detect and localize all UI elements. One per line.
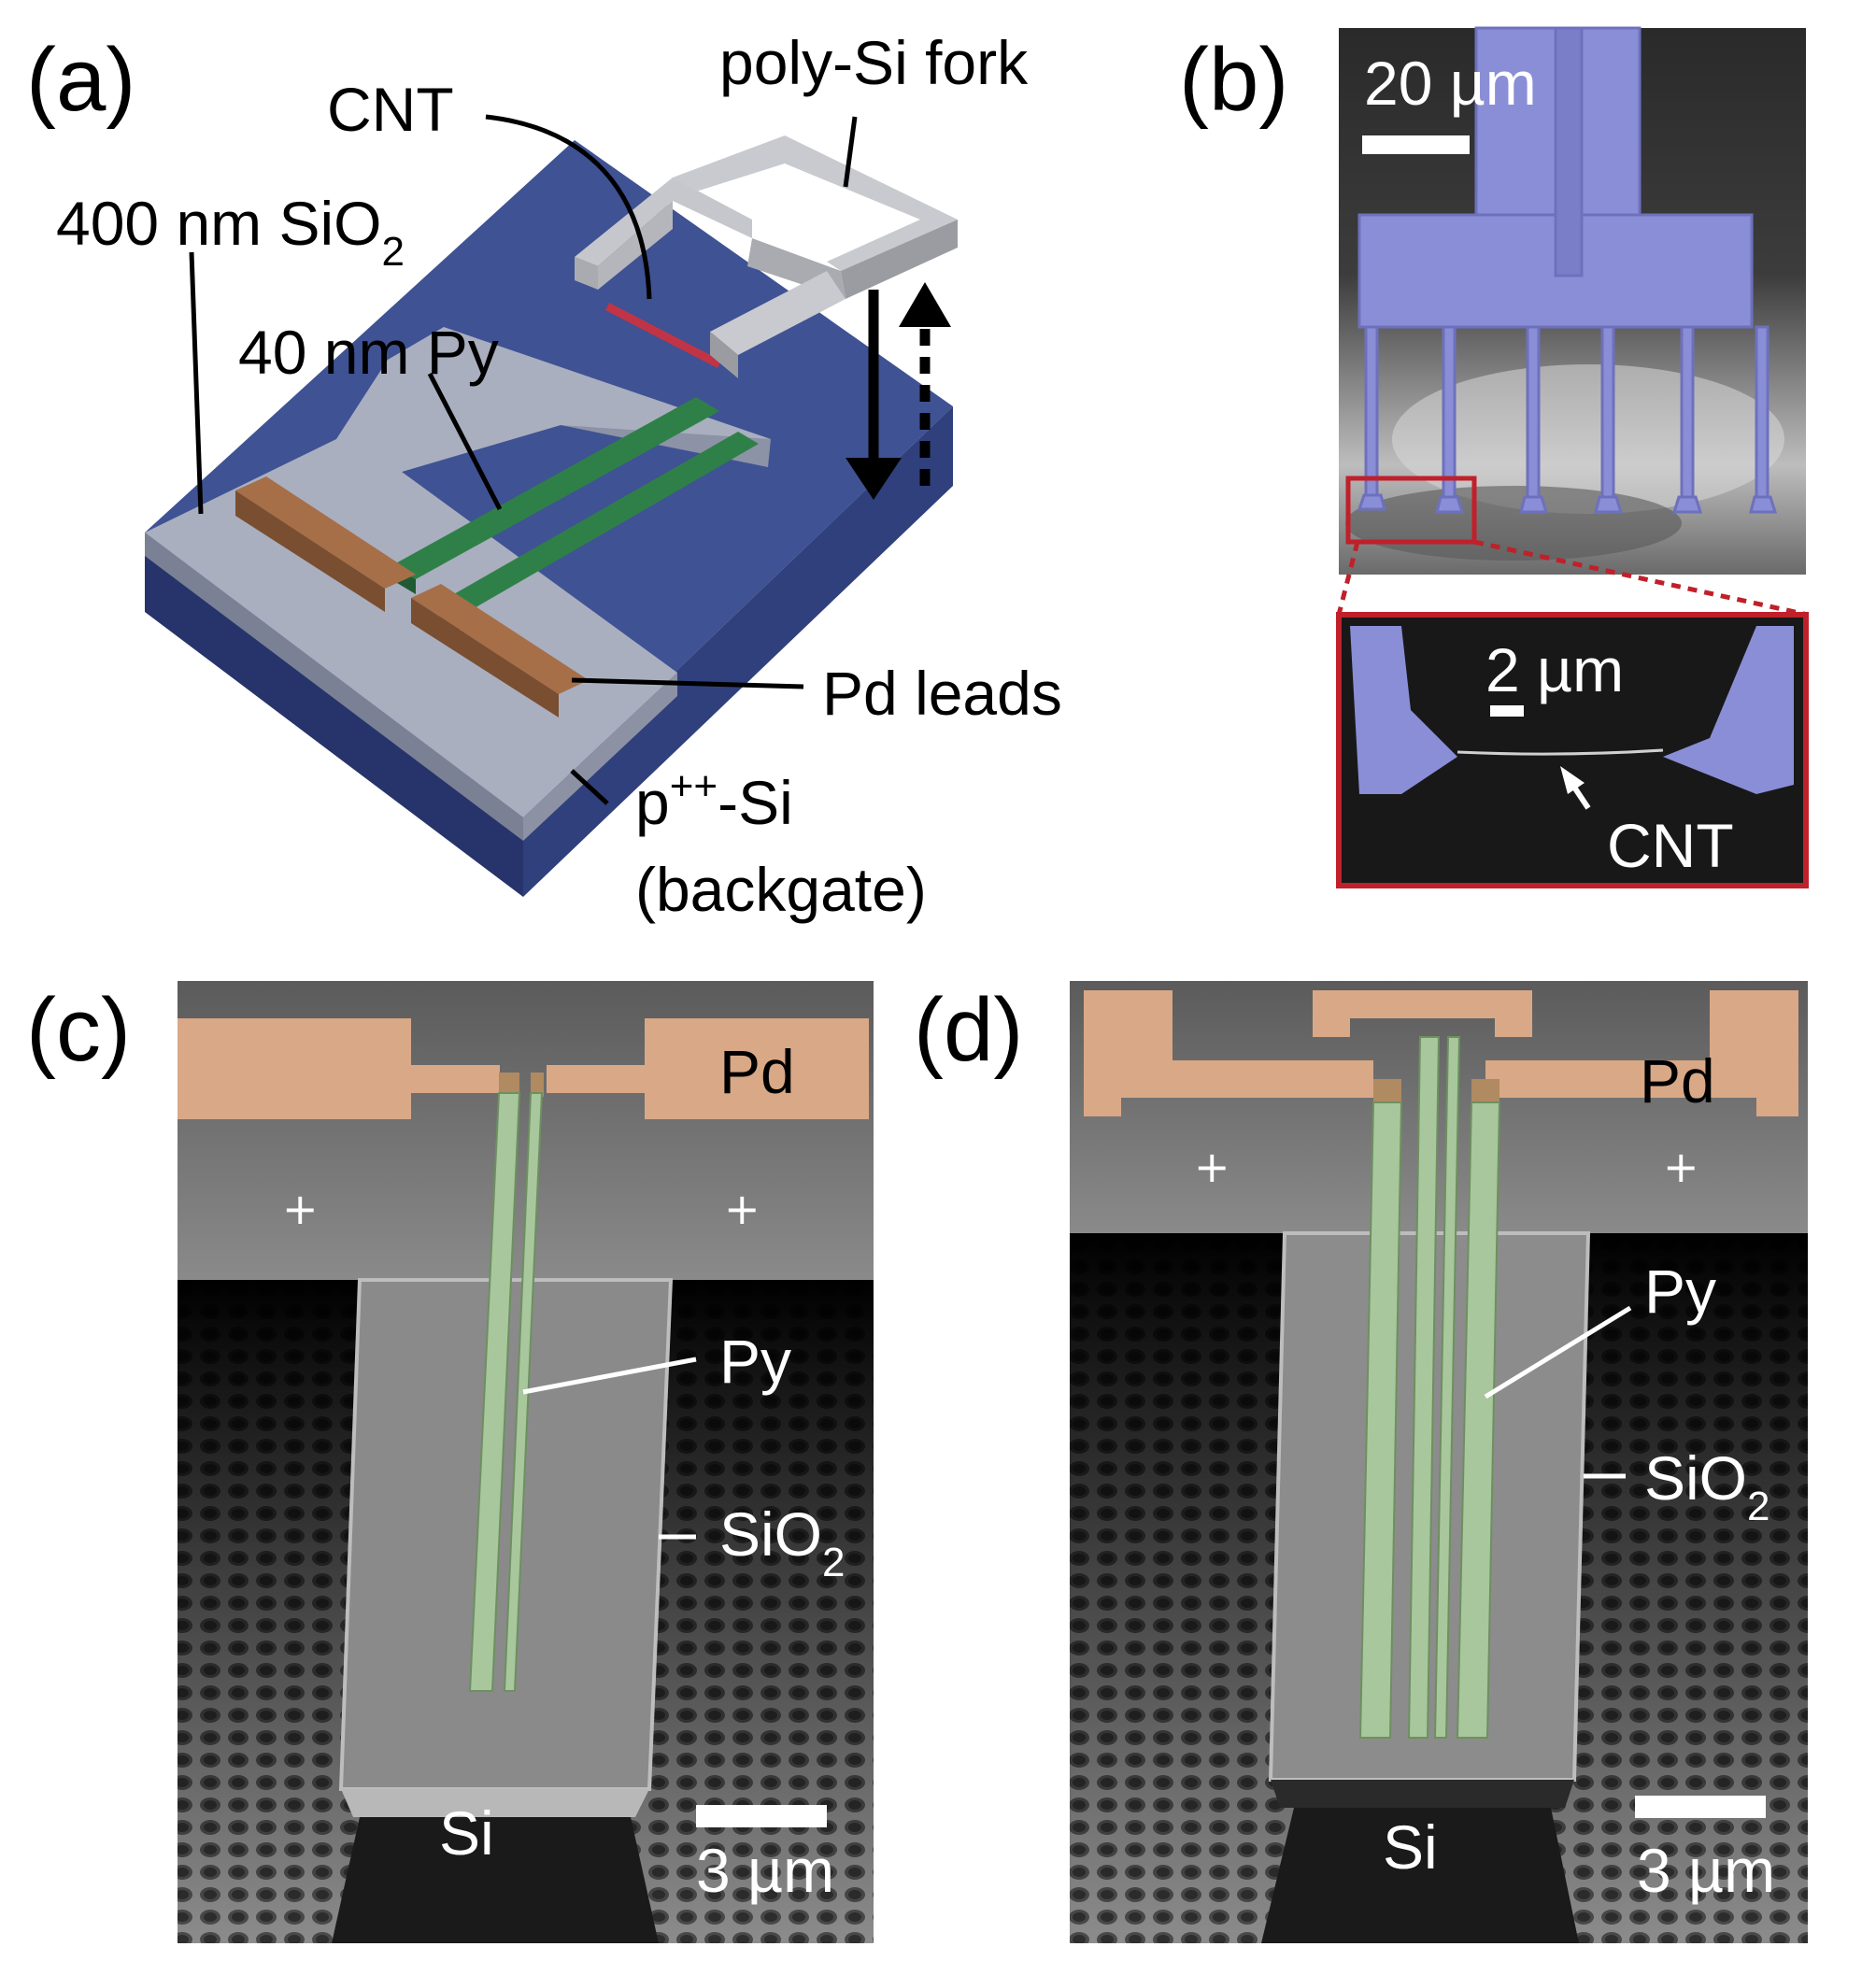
cnt-line-inset xyxy=(1457,748,1664,756)
scale-label-b: 20 µm xyxy=(1364,49,1537,118)
sio2-label-c: SiO2 xyxy=(719,1499,846,1585)
scale-label-c: 3 µm xyxy=(696,1836,834,1905)
alignment-mark-right: + xyxy=(724,1184,760,1234)
pd-label-c: Pd xyxy=(719,1037,795,1106)
cantilever-array xyxy=(1357,26,1778,514)
pd-leads xyxy=(235,476,589,718)
py-wires-d xyxy=(1358,1036,1501,1739)
panel-a-leaders xyxy=(189,114,858,805)
scale-label-d: 3 µm xyxy=(1637,1836,1775,1905)
scale-bar-inset xyxy=(1490,705,1524,717)
py-label-c: Py xyxy=(719,1327,791,1396)
cnt-label-inset: CNT xyxy=(1607,811,1734,880)
pd-leader xyxy=(571,677,804,689)
scale-bar-c xyxy=(696,1805,827,1827)
panel-b-letter: (b) xyxy=(1179,30,1288,130)
si-label-c: Si xyxy=(439,1798,494,1868)
panel-b: (b) 20 µm xyxy=(1179,26,1809,888)
scale-bar-b xyxy=(1362,135,1470,154)
sio2-leader xyxy=(189,251,204,515)
backgate-leader xyxy=(570,769,609,805)
py-leader xyxy=(427,372,503,511)
si-label-d: Si xyxy=(1383,1812,1438,1882)
cnt-line xyxy=(604,303,722,368)
py-label-d: Py xyxy=(1644,1257,1716,1326)
panel-d: (d) + + Pd Py SiO2 xyxy=(914,980,1808,1943)
scale-bar-d xyxy=(1635,1796,1766,1818)
motion-arrows xyxy=(846,282,951,500)
alignment-mark-left-d: + xyxy=(1194,1142,1230,1192)
panel-c: (c) + + Pd Py SiO2 Si 3 µm xyxy=(26,980,874,1943)
zoom-box xyxy=(1345,476,1477,545)
panel-a-letter: (a) xyxy=(26,30,135,130)
py-label: 40 nm Py xyxy=(238,318,499,387)
backgate-paren-label: (backgate) xyxy=(635,855,927,924)
cnt-label: CNT xyxy=(327,75,454,144)
pd-pads-c xyxy=(178,1018,869,1119)
fork-leader xyxy=(843,116,858,188)
pd-leads-label: Pd leads xyxy=(822,659,1062,728)
alignment-mark-right-d: + xyxy=(1663,1142,1699,1192)
backgate-label: p++-Si xyxy=(635,763,793,837)
panel-a: (a) xyxy=(26,28,1062,924)
sio2-label-d: SiO2 xyxy=(1644,1443,1770,1529)
poly-si-fork xyxy=(575,135,958,378)
scale-label-inset: 2 µm xyxy=(1485,635,1624,704)
fork-label: poly-Si fork xyxy=(719,28,1029,97)
inset-b: 2 µm CNT xyxy=(1336,612,1809,888)
panel-d-letter: (d) xyxy=(914,980,1023,1080)
alignment-mark-left: + xyxy=(282,1184,319,1234)
cnt-leader xyxy=(485,114,652,300)
sio2-label: 400 nm SiO2 xyxy=(56,189,405,275)
pd-label-d: Pd xyxy=(1640,1046,1715,1115)
panel-c-letter: (c) xyxy=(26,980,131,1080)
